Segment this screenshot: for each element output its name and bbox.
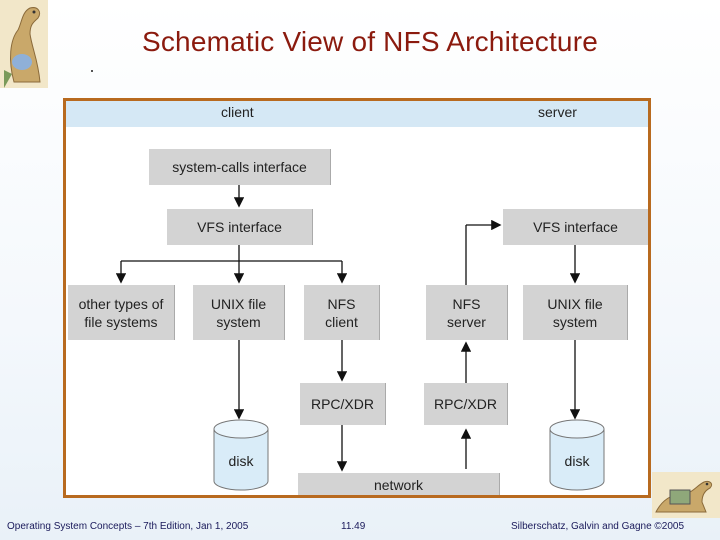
unix-file-system-client-box: UNIX file system [193,285,285,340]
system-calls-interface-box: system-calls interface [149,149,331,185]
decorative-dot [91,70,93,72]
footer-page-number: 11.49 [341,521,366,532]
slide-title: Schematic View of NFS Architecture [141,26,599,57]
other-file-systems-box: other types of file systems [68,285,175,340]
disk-client-icon [213,419,269,491]
connector-arrows [115,185,581,472]
unix-file-system-server-box: UNIX file system [523,285,628,340]
footer-copyright: Silberschatz, Galvin and Gagne ©2005 [511,521,685,532]
disk-server-label: disk [564,453,590,469]
client-label: client [221,104,254,120]
rpc-xdr-client-box: RPC/XDR [300,383,386,425]
nfs-client-box: NFS client [304,285,380,340]
client-server-band: client server [66,101,648,127]
vfs-interface-server-box: VFS interface [503,209,648,245]
footer-course: Operating System Concepts – 7th Edition,… [7,521,249,532]
server-label: server [538,104,577,120]
disk-client-label: disk [228,453,254,469]
dinosaur-logo-bottom-icon [652,472,720,518]
network-box: network [298,473,500,495]
dinosaur-logo-top-icon [0,0,48,88]
rpc-xdr-server-box: RPC/XDR [424,383,508,425]
disk-server-icon [549,419,605,491]
vfs-interface-client-box: VFS interface [167,209,313,245]
diagram-frame: client server [63,98,651,498]
nfs-server-box: NFS server [426,285,508,340]
